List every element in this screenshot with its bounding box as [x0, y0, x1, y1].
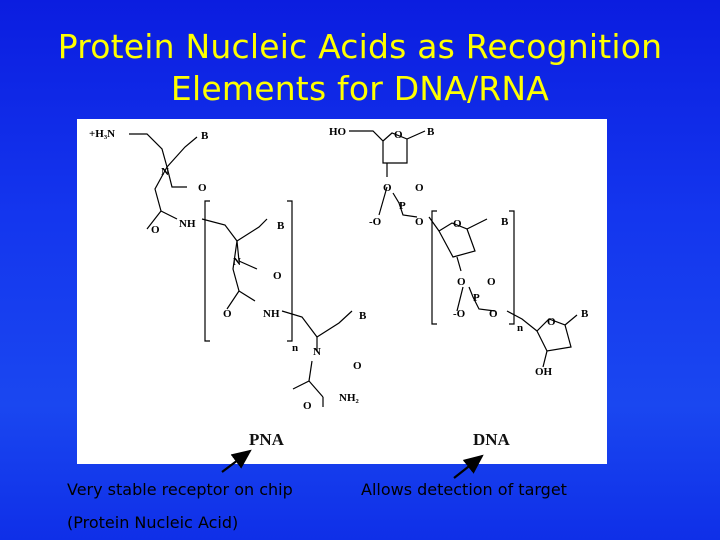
pna-carbonyl-o-1: O — [198, 182, 207, 194]
dna-phosphate-o-1: O — [383, 182, 392, 194]
pna-amide-nh-1: NH — [179, 218, 196, 230]
structure-drawing: +H₃N B N O O NH B N O O NH n B N O O NH₂… — [89, 126, 589, 449]
caption-right-line1: Allows detection of target — [361, 480, 567, 499]
dna-phosphate-o-4: O — [457, 276, 466, 288]
pna-amide-nh-2: NH — [263, 308, 280, 320]
dna-five-prime-oh: HO — [329, 126, 347, 138]
caption-left-line1: Very stable receptor on chip — [67, 480, 293, 499]
pna-terminal-amide: NH₂ — [339, 392, 360, 404]
pna-label: PNA — [249, 430, 285, 449]
dna-ring-o-1: O — [394, 129, 403, 141]
dna-phosphate-o-2: O — [415, 182, 424, 194]
pna-n-3: N — [313, 346, 321, 358]
dna-phosphate-o-6: O — [489, 308, 498, 320]
caption-left-line2: (Protein Nucleic Acid) — [67, 513, 239, 532]
slide-title-line1: Protein Nucleic Acids as Recognition — [57, 27, 663, 66]
dna-base-2: B — [501, 216, 509, 228]
pna-arrow — [221, 449, 252, 473]
pna-base-1: B — [201, 130, 209, 142]
pna-carbonyl-o-4: O — [223, 308, 232, 320]
dna-ring-o-2: O — [453, 218, 462, 230]
dna-phosphate-p-1: P — [399, 200, 406, 212]
pna-carbonyl-o-3: O — [273, 270, 282, 282]
dna-three-prime-oh: OH — [535, 366, 553, 378]
pna-carbonyl-o-6: O — [303, 400, 312, 412]
pna-n-1: N — [161, 166, 169, 178]
chemical-structure-figure: +H₃N B N O O NH B N O O NH n B N O O NH₂… — [77, 119, 607, 464]
slide-title: Protein Nucleic Acids as Recognition Ele… — [0, 26, 720, 110]
dna-label: DNA — [473, 430, 511, 449]
dna-ring-o-3: O — [547, 316, 556, 328]
dna-phosphate-o-5: O — [487, 276, 496, 288]
pna-carbonyl-o-2: O — [151, 224, 160, 236]
pna-base-3: B — [359, 310, 367, 322]
dna-bracket-n: n — [517, 322, 523, 334]
dna-base-3: B — [581, 308, 589, 320]
pna-n-2: N — [233, 256, 241, 268]
dna-phosphate-p-2: P — [473, 292, 480, 304]
dna-phosphate-minus-o-2: -O — [453, 308, 466, 320]
pna-carbonyl-o-5: O — [353, 360, 362, 372]
pna-base-2: B — [277, 220, 285, 232]
dna-phosphate-minus-o-1: -O — [369, 216, 382, 228]
dna-base-1: B — [427, 126, 435, 138]
dna-phosphate-o-3: O — [415, 216, 424, 228]
pna-bracket-n: n — [292, 342, 298, 354]
pna-terminal-amine: +H₃N — [89, 128, 115, 140]
slide-title-line2: Elements for DNA/RNA — [170, 69, 550, 108]
dna-arrow — [453, 454, 484, 479]
